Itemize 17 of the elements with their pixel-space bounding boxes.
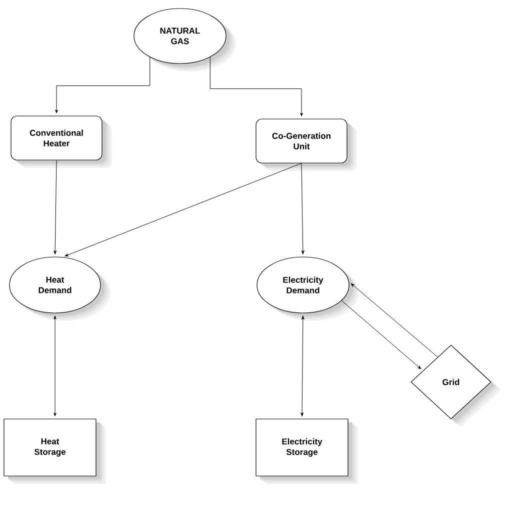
rounded-box: Conventional Heater bbox=[10, 116, 112, 168]
arrow bbox=[55, 56, 150, 114]
oval-node: Heat Demand bbox=[9, 256, 110, 321]
arrow bbox=[350, 283, 438, 358]
diamond-node: Grid bbox=[410, 344, 501, 427]
oval-node: NATURAL GAS bbox=[134, 8, 236, 72]
rectangle-box: Electricity Storage bbox=[256, 418, 358, 484]
double-arrow bbox=[300, 316, 304, 416]
double-arrow bbox=[54, 316, 56, 416]
rectangle-box: Heat Storage bbox=[4, 418, 106, 484]
arrow bbox=[54, 160, 57, 254]
oval-node: Electricity Demand bbox=[256, 256, 359, 321]
arrow bbox=[301, 163, 304, 254]
arrow bbox=[210, 56, 303, 116]
arrow bbox=[341, 300, 422, 370]
arrow bbox=[64, 163, 302, 256]
rounded-box: Co-Generation Unit bbox=[256, 118, 357, 171]
